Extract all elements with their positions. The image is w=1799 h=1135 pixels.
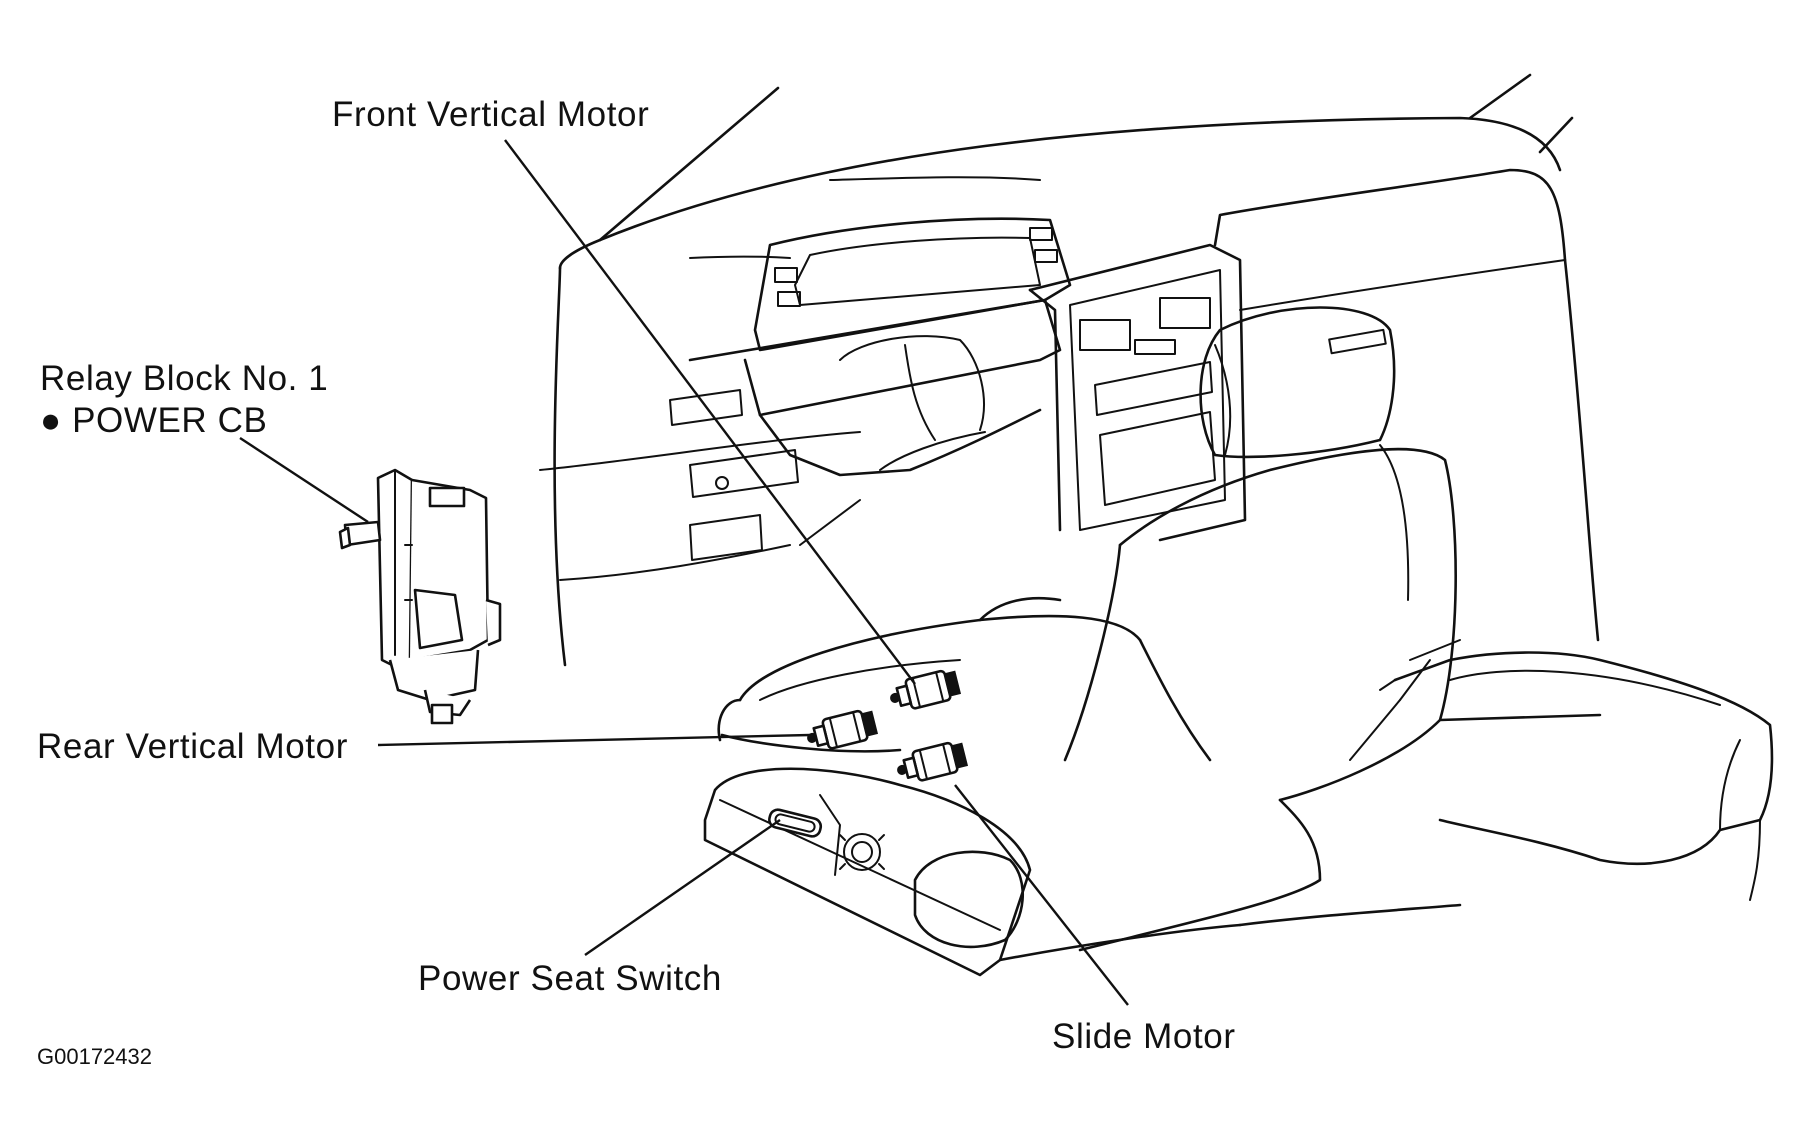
rear-vertical-motor-label: Rear Vertical Motor: [37, 727, 348, 766]
leader-front-vertical-motor: [504, 139, 916, 685]
power-seat-switch-icon: [768, 808, 823, 838]
leader-slide-motor: [954, 784, 1129, 1006]
front-vertical-motor-label: Front Vertical Motor: [332, 95, 649, 134]
leader-lines: [239, 139, 1129, 1006]
relay-block-label: Relay Block No. 1: [40, 359, 328, 398]
leader-relay-block: [239, 436, 369, 524]
rear-vertical-motor-icon: [807, 709, 879, 750]
leader-power-seat-switch: [584, 819, 781, 956]
figure-code: G00172432: [37, 1044, 152, 1069]
dashboard-drawing: [539, 73, 1774, 977]
power-cb-label: ● POWER CB: [40, 401, 267, 440]
power-seat-switch-label: Power Seat Switch: [418, 959, 722, 998]
slide-motor-label: Slide Motor: [1052, 1017, 1236, 1056]
slide-motor-icon: [897, 741, 969, 782]
leader-rear-vertical-motor: [377, 733, 811, 747]
relay-block-icon: [338, 468, 502, 725]
front-vertical-motor-icon: [890, 669, 962, 710]
